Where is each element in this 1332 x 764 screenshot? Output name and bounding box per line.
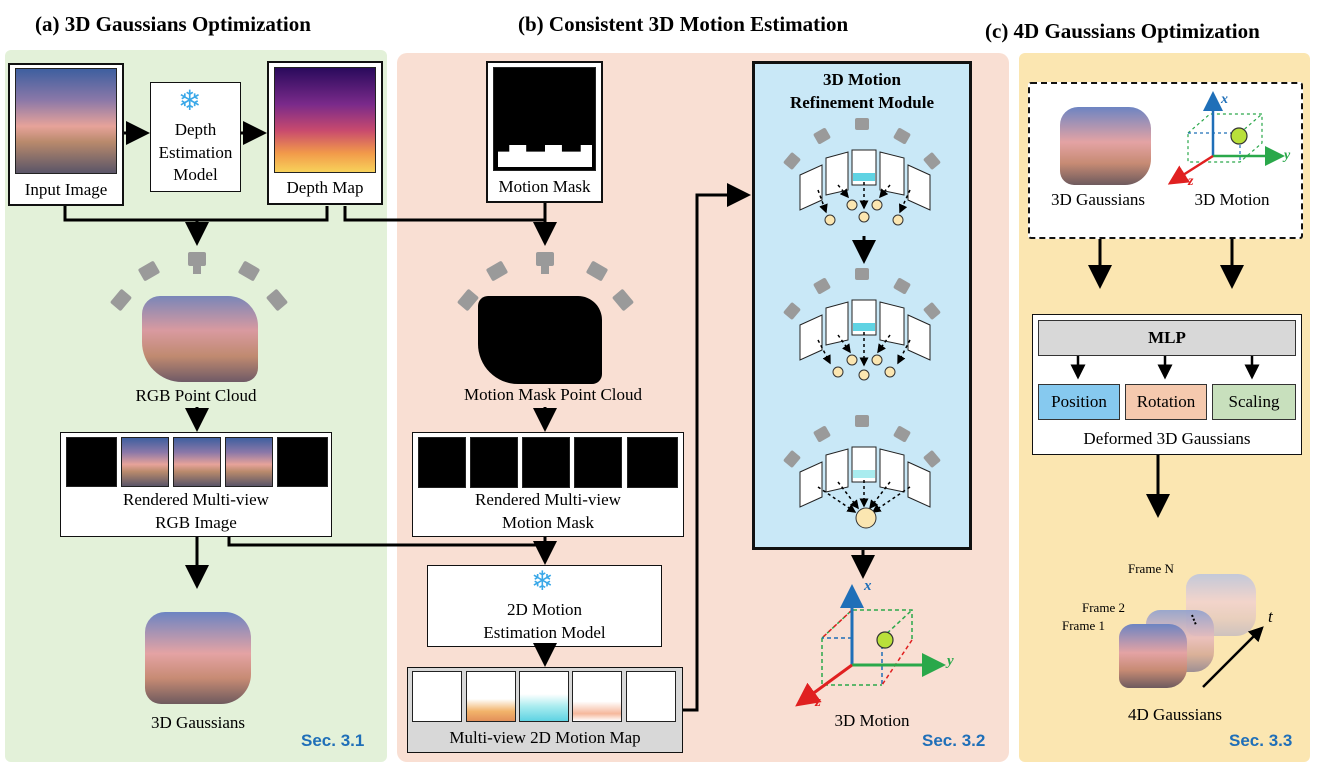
rendered-mask-view-4 [574, 437, 622, 488]
axis-z-label: z [1188, 174, 1194, 189]
frame-n-label: Frame N [1128, 561, 1174, 576]
snowflake-icon: ❄ [178, 84, 202, 117]
scaling-block: Scaling [1212, 384, 1296, 420]
axis-y-label: y [947, 653, 954, 669]
rgb-point-cloud [142, 296, 258, 382]
depth-model-line-3: Model [173, 165, 218, 184]
rendered-rgb-line-1: Rendered Multi-view [123, 490, 269, 509]
depth-model-line-1: Depth [174, 120, 217, 139]
gaussians-a-image [145, 612, 251, 704]
motion-mask-label: Motion Mask [498, 177, 591, 196]
deformed-label: Deformed 3D Gaussians [1083, 429, 1251, 448]
motion-model-line-1: 2D Motion [506, 600, 583, 619]
rendered-mask-line-1: Rendered Multi-view [475, 490, 621, 509]
axis-y-label: y [1284, 148, 1291, 163]
input-image [15, 68, 117, 174]
motion-map-view-4 [572, 671, 622, 722]
rotation-block: Rotation [1125, 384, 1207, 420]
sec-3-2: Sec. 3.2 [922, 731, 986, 750]
rendered-mask-view-5 [627, 437, 678, 488]
snowflake-icon: ❄ [531, 566, 554, 597]
refine-stage-3 [783, 415, 941, 529]
depth-estimation-model-box [150, 82, 241, 192]
gaussians-c-label: 3D Gaussians [1051, 190, 1145, 209]
motion-map-view-5 [626, 671, 676, 722]
motion-mask-point-cloud [478, 296, 602, 384]
gaussians-c-image [1060, 107, 1151, 185]
motion-c-label: 3D Motion [1194, 190, 1270, 209]
frame-2-label: Frame 2 [1082, 600, 1125, 615]
rendered-rgb-view-1 [66, 437, 117, 487]
motion-map-view-1 [412, 671, 462, 722]
motion-map-view-3 [519, 671, 569, 722]
refine-stage-1 [783, 118, 941, 226]
frame-1-label: Frame 1 [1062, 618, 1105, 633]
panel-a-title: (a) 3D Gaussians Optimization [35, 12, 311, 36]
motion-estimation-model-box [427, 565, 662, 647]
rendered-mask-view-1 [418, 437, 466, 488]
motion-model-line-2: Estimation Model [483, 623, 606, 642]
time-axis-label: t [1268, 607, 1273, 626]
depth-map-label: Depth Map [286, 178, 364, 197]
rendered-rgb-view-2 [121, 437, 169, 487]
depth-map-image [274, 67, 376, 173]
motion-3d-c-axes [1167, 91, 1285, 185]
sec-3-3: Sec. 3.3 [1229, 731, 1293, 750]
output-label: 4D Gaussians [1128, 705, 1222, 724]
mlp-block: MLP [1038, 320, 1296, 356]
refinement-title-line-1: 3D Motion [823, 70, 901, 89]
rgb-point-cloud-label: RGB Point Cloud [135, 386, 257, 405]
motion-map-view-2 [466, 671, 516, 722]
motion-3d-b-axes [795, 584, 946, 707]
refine-stage-2 [783, 268, 941, 381]
motion-mask-point-cloud-label: Motion Mask Point Cloud [463, 385, 643, 404]
input-image-label: Input Image [24, 180, 108, 199]
refinement-title-line-2: Refinement Module [789, 93, 934, 112]
panel-c-title: (c) 4D Gaussians Optimization [985, 19, 1260, 43]
rendered-rgb-view-3 [173, 437, 221, 487]
rendered-rgb-view-4 [225, 437, 273, 487]
axis-x-label: x [864, 578, 872, 594]
motion-3d-b-label: 3D Motion [834, 711, 910, 730]
rendered-rgb-view-5 [277, 437, 328, 487]
rendered-mask-view-3 [522, 437, 570, 488]
gaussians-a-label: 3D Gaussians [151, 713, 245, 732]
axis-x-label: x [1221, 92, 1228, 107]
rendered-mask-view-2 [470, 437, 518, 488]
position-block: Position [1038, 384, 1120, 420]
frame-1-image [1119, 624, 1187, 688]
depth-model-line-2: Estimation [158, 143, 233, 162]
sec-3-1: Sec. 3.1 [301, 731, 365, 750]
rendered-rgb-line-2: RGB Image [155, 513, 237, 532]
panel-b-title: (b) Consistent 3D Motion Estimation [518, 12, 849, 36]
rendered-mask-line-2: Motion Mask [501, 513, 595, 532]
motion-map-label: Multi-view 2D Motion Map [449, 728, 641, 747]
